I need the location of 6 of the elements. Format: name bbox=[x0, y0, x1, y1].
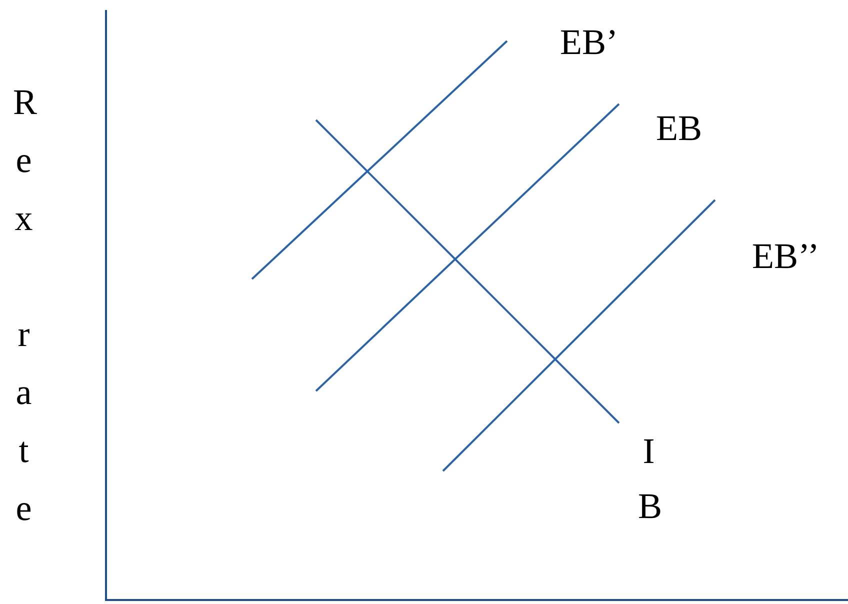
axis-label: rate bbox=[14, 313, 33, 530]
axis-label: Rex bbox=[13, 81, 35, 240]
curve-label: EB bbox=[656, 108, 702, 148]
curve-label: EB’’ bbox=[752, 236, 820, 276]
curve-label: EB’ bbox=[560, 22, 618, 62]
curve-label: IB bbox=[638, 430, 660, 528]
